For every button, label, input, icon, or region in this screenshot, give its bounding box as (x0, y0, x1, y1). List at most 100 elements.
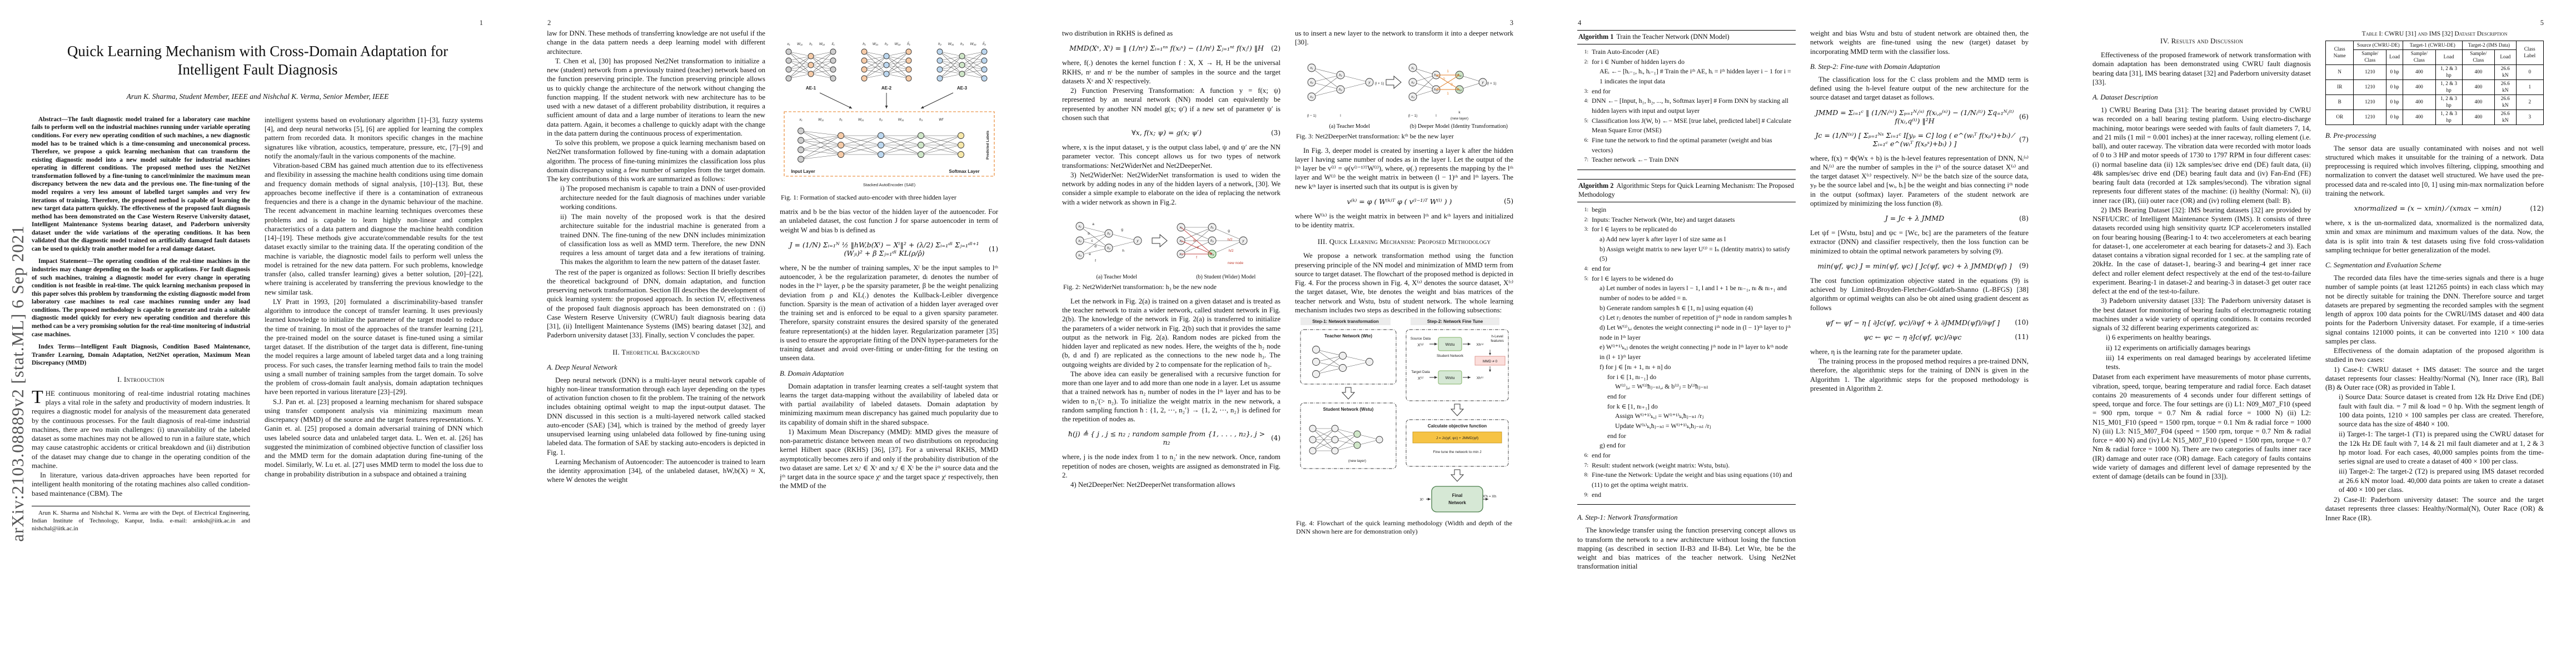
algorithm-line-number (1578, 323, 1588, 342)
algorithm-line: Update W⁽ᵏ⁾ₖ,ħⱼ₋ₙₗ = W⁽ˡ⁺¹⁾ₖ,ħⱼ₋ₙₗ /rⱼ (1578, 421, 1795, 431)
subsection-heading: C. Segmentation and Evaluation Scheme (2325, 261, 2442, 269)
algorithm-line: 1:Train Auto-Encoder (AE) (1578, 47, 1795, 57)
page-number: 1 (479, 19, 483, 27)
subheader-sample-class: Sample/ Class (2353, 49, 2387, 65)
svg-text:h₃: h₃ (919, 118, 923, 122)
svg-text:(new layer): (new layer) (1450, 117, 1468, 121)
body-paragraph: LY Pratt in 1993, [20] formulated a disc… (265, 297, 483, 396)
table-caption: Table I: CWRU [31] and IMS [32] Dataset … (2361, 30, 2508, 37)
algorithm-line-text: a) Add new layer k after layer l of size… (1600, 235, 1726, 243)
algorithm-line-number: 9: (1584, 492, 1588, 498)
svg-text:Input Layer: Input Layer (791, 169, 815, 174)
col-header-class-label: Class Label (2515, 41, 2544, 65)
algorithm-line-number (1578, 431, 1588, 441)
equation-body: ψf ← ψf − η [ ∂Jc(ψf, ψc)/∂ψf + λ ∂JMMD(… (1825, 318, 2000, 327)
abstract-paragraph: Index Terms—Intelligent Fault Diagnosis,… (32, 344, 250, 367)
figure-caption: Fig. 1: Formation of stacked auto-encode… (781, 193, 956, 201)
svg-text:x₁: x₁ (799, 118, 802, 122)
subsection-heading: A. Deep Neural Network (547, 363, 617, 371)
svg-text:Final: Final (1452, 493, 1462, 498)
svg-text:W₂₂: W₂₂ (894, 42, 900, 46)
svg-text:y: y (1481, 81, 1484, 84)
algorithm-line: 7:Result: student network (weight matrix… (1578, 461, 1795, 471)
svg-text:Xᵗ: Xᵗ (1419, 497, 1423, 502)
algorithm-label: Algorithm 1 (1578, 33, 1614, 41)
subsection-heading: B. Domain Adaptation (780, 369, 844, 377)
body-paragraph: us to insert a new layer to the network … (1295, 29, 1513, 47)
svg-text:Teacher Network (Wte): Teacher Network (Wte) (1324, 334, 1372, 339)
svg-text:h₂: h₂ (885, 42, 889, 46)
table-cell: 0 hp (2386, 79, 2404, 95)
column-right: Table I: CWRU [31] and IMS [32] Dataset … (2325, 29, 2544, 643)
list-item: i) Source Data: Source dataset is create… (2339, 393, 2544, 428)
algorithm-line: 6:Fine tune the network to find the opti… (1578, 136, 1795, 155)
svg-text:h/2: h/2 (1228, 249, 1233, 253)
body-paragraph: Let ψf = [Wstu, bstu] and ψc = [Wc, bc] … (1810, 229, 2029, 255)
equation-body: MMD(Xˢ, Xᵗ) = ‖ (1/nˢ) Σᵢ₌₁ⁿˢ f(xᵢˢ) − (… (1069, 44, 1264, 53)
equation-number: (6) (2019, 112, 2029, 121)
table-cell: 400 (2462, 94, 2495, 110)
body-paragraph: where, N be the number of training sampl… (780, 263, 998, 362)
svg-text:g: g (1121, 228, 1123, 232)
svg-text:Fine tune the network to min J: Fine tune the network to min J (1433, 450, 1481, 454)
body-paragraph: Effectiveness of the proposed framework … (2092, 51, 2311, 86)
equation-body: Jc = (1/N⁽ˢ⁾) [ Σₚ₌₁ᴺˢ Σᵢ₌₁ᶜ I[yₚ = C] l… (1815, 131, 2014, 148)
table-cell: 2 (2515, 94, 2544, 110)
algorithm-line-number: 2: (1584, 217, 1588, 223)
algorithm-line-text: Assign W⁽ˡ⁺¹⁾ₖ,ⱼ = W⁽ˡ⁺¹⁾ₖ,ħⱼ₋ₙₗ /rⱼ (1615, 412, 1704, 420)
algorithm-line: AEᵢ ←− [hᵢ₋₁, hᵢ, hᵢ₋₁] # Train the iᵗʰ … (1578, 67, 1795, 86)
algorithm-line-number (1578, 342, 1588, 362)
algorithm-title-text: Train the Teacher Network (DNN Model) (1616, 33, 1730, 41)
svg-text:x₁: x₁ (1078, 225, 1081, 228)
svg-text:Softmax Layer: Softmax Layer (949, 169, 979, 174)
svg-text:d: d (1094, 245, 1097, 248)
dropcap-rest: HE continuous monitoring of real-time in… (32, 389, 250, 470)
table-cell: 26.6 kN (2494, 109, 2517, 125)
svg-text:h₁: h₁ (839, 118, 843, 122)
body-paragraph: where, f(.) denotes the kernel function … (1062, 59, 1280, 85)
equation-number: (8) (2019, 214, 2029, 222)
svg-text:h₂: h₂ (1107, 246, 1111, 250)
algorithm-line: 6:end for (1578, 451, 1795, 461)
algorithm-line-text: W⁽ˡ⁾ⱼ,ᵢ = W⁽ˡ⁾ħⱼ₋ₙₗ,ᵢ & b⁽ˡ⁾ⱼ = b⁽ˡ⁾ħⱼ₋ₙ… (1615, 382, 1708, 391)
paper-authors: Arun K. Sharma, Student Member, IEEE and… (126, 92, 389, 101)
col-header-group: Target-1 (CWRU-DE) (2403, 41, 2463, 50)
svg-text:g: g (1228, 229, 1230, 233)
section-heading: I. Introduction (117, 375, 165, 384)
body-paragraph: where, x is the un-normalized data, xnor… (2325, 219, 2544, 254)
algorithm-line-text: end for (1592, 451, 1611, 460)
svg-text:X⁽ᵗ⁾: X⁽ᵗ⁾ (1417, 376, 1423, 381)
algorithm-line-number: 6: (1584, 138, 1588, 144)
svg-text:h₂: h₂ (1339, 88, 1343, 92)
equation: J = (1/N) Σᵢ₌₁ᴺ ½ ‖hW,b(Xˡ) − Xˡ‖² + (λ/… (780, 241, 999, 257)
svg-text:y: y (1368, 81, 1371, 84)
svg-text:h₁: h₁ (1107, 232, 1110, 236)
algorithm-line-text: end for (1592, 264, 1611, 272)
figure-caption: Fig. 3: Net2DeeperNet transformation: kᵗ… (1296, 132, 1454, 140)
equation-number: (7) (2019, 135, 2029, 143)
algorithm-line-number (1578, 411, 1588, 421)
svg-text:Xh⁽ᵗ⁾: Xh⁽ᵗ⁾ (1476, 376, 1483, 380)
subsection-heading: A. Step-1: Network Transformation (1577, 514, 1678, 522)
body-paragraph: 1) Maximum Mean Discrepancy (MMD): MMD g… (780, 427, 998, 490)
svg-text:x₁: x₁ (1309, 66, 1313, 70)
abstract-paragraph: Impact Statement—The operating condition… (32, 258, 250, 338)
algorithm-line: 1:begin (1578, 205, 1795, 215)
algorithm-line-number: 3: (1584, 88, 1588, 94)
figure-2-net2widernet: x₁x₂x₃h₁h₂yabcdefghx₁x₂x₃h₁h₂h₃yh₃bdfgh/… (1062, 208, 1280, 273)
subheader-load: Load (2435, 49, 2463, 65)
equation: v⁽ᵏ⁾ = φ ( W⁽ᵏ⁾ᵀ φ ( v⁽ˡ⁻¹⁾ᵀ W⁽ˡ⁾ ) )(5) (1295, 197, 1513, 206)
equation-body: ħ(j) ≜ { j , j ≤ n₂ ; random sample from… (1068, 430, 1265, 447)
algorithm-line-number (1578, 245, 1588, 264)
page-number: 5 (2540, 19, 2544, 27)
body-paragraph: 3) Net2WiderNet: Net2WiderNet transforma… (1062, 171, 1280, 206)
svg-text:x₂: x₂ (1179, 239, 1183, 243)
algorithm-line-text: end for (1607, 392, 1626, 400)
table-cell: 1, 2 & 3 hp (2435, 79, 2463, 95)
equation-body: v⁽ᵏ⁾ = φ ( W⁽ᵏ⁾ᵀ φ ( v⁽ˡ⁻¹⁾ᵀ W⁽ˡ⁾ ) ) (1347, 197, 1452, 206)
